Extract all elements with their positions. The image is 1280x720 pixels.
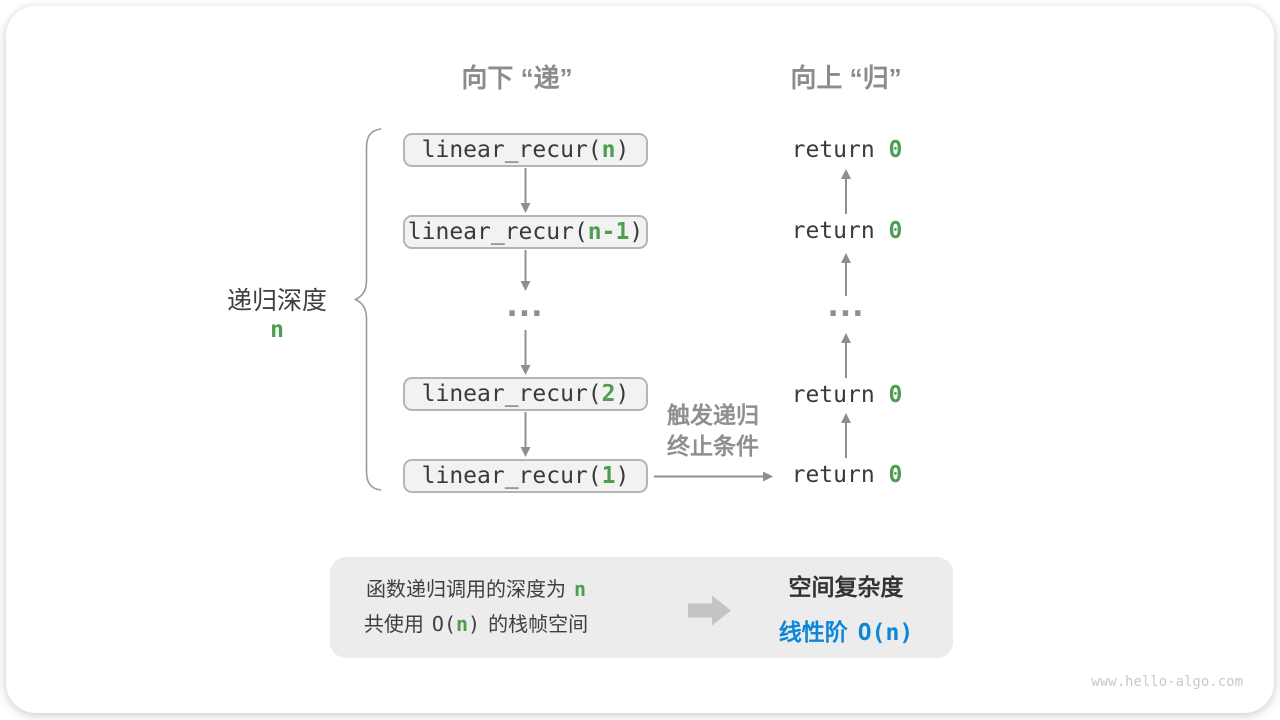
summary-line2: 共使用 O(n) 的栈帧空间	[342, 607, 610, 642]
return-value: 0	[888, 382, 903, 408]
return-statement: return 0	[766, 219, 928, 243]
return-statement: return 0	[766, 463, 928, 487]
summary-line2-code-pre: O(	[431, 612, 456, 636]
call-arg: 1	[601, 463, 616, 489]
summary-line2-code-post: )	[468, 612, 481, 636]
call-code: linear_recur(	[421, 463, 602, 489]
return-value: 0	[888, 218, 903, 244]
summary-line2-cn-post: 的栈帧空间	[488, 614, 589, 636]
down-recurse-header: 向下 “递”	[461, 63, 573, 93]
call-code: )	[615, 463, 630, 489]
call-box-n-1: linear_recur(n-1)	[403, 215, 648, 249]
call-code: )	[629, 219, 644, 245]
call-box-2: linear_recur(2)	[403, 377, 648, 411]
summary-line2-value: n	[456, 612, 469, 636]
call-code: linear_recur(	[421, 381, 602, 407]
summary-line1: 函数递归调用的深度为 n	[342, 572, 610, 607]
implies-arrow-icon	[688, 595, 731, 626]
summary-line2-cn-pre: 共使用	[363, 614, 424, 636]
return-keyword: return	[791, 137, 889, 163]
ellipsis: ...	[827, 289, 865, 324]
result-cn: 线性阶	[778, 619, 848, 645]
call-code: linear_recur(	[407, 219, 588, 245]
return-keyword: return	[791, 382, 889, 408]
space-complexity-result: 线性阶 O(n)	[740, 613, 952, 647]
call-arg: 2	[601, 381, 616, 407]
call-code: linear_recur(	[421, 137, 602, 163]
return-value: 0	[888, 137, 903, 163]
up-return-header: 向上 “归”	[790, 63, 902, 93]
call-box-1: linear_recur(1)	[403, 459, 648, 493]
ellipsis: ...	[506, 289, 544, 324]
return-value: 0	[888, 462, 903, 488]
return-keyword: return	[791, 462, 889, 488]
base-case-label: 触发递归 终止条件	[646, 400, 780, 462]
watermark: www.hello-algo.com	[1091, 674, 1243, 690]
depth-value: n	[270, 317, 284, 343]
summary-line1-value: n	[573, 577, 587, 601]
base-case-line2: 终止条件	[667, 433, 759, 459]
return-statement: return 0	[766, 383, 928, 407]
depth-label: 递归深度	[226, 287, 327, 315]
return-statement: return 0	[766, 138, 928, 162]
call-code: )	[615, 137, 630, 163]
summary-line1-text: 函数递归调用的深度为	[365, 579, 566, 601]
call-arg: n	[601, 137, 616, 163]
base-case-line1: 触发递归	[667, 402, 759, 428]
return-keyword: return	[791, 218, 889, 244]
call-box-n: linear_recur(n)	[403, 133, 648, 167]
call-arg: n-1	[587, 219, 630, 245]
result-code: O(n)	[857, 620, 914, 646]
space-complexity-title: 空间复杂度	[788, 574, 904, 600]
summary-panel	[330, 557, 953, 658]
call-code: )	[615, 381, 630, 407]
summary-right-text: 空间复杂度 线性阶 O(n)	[740, 568, 952, 647]
